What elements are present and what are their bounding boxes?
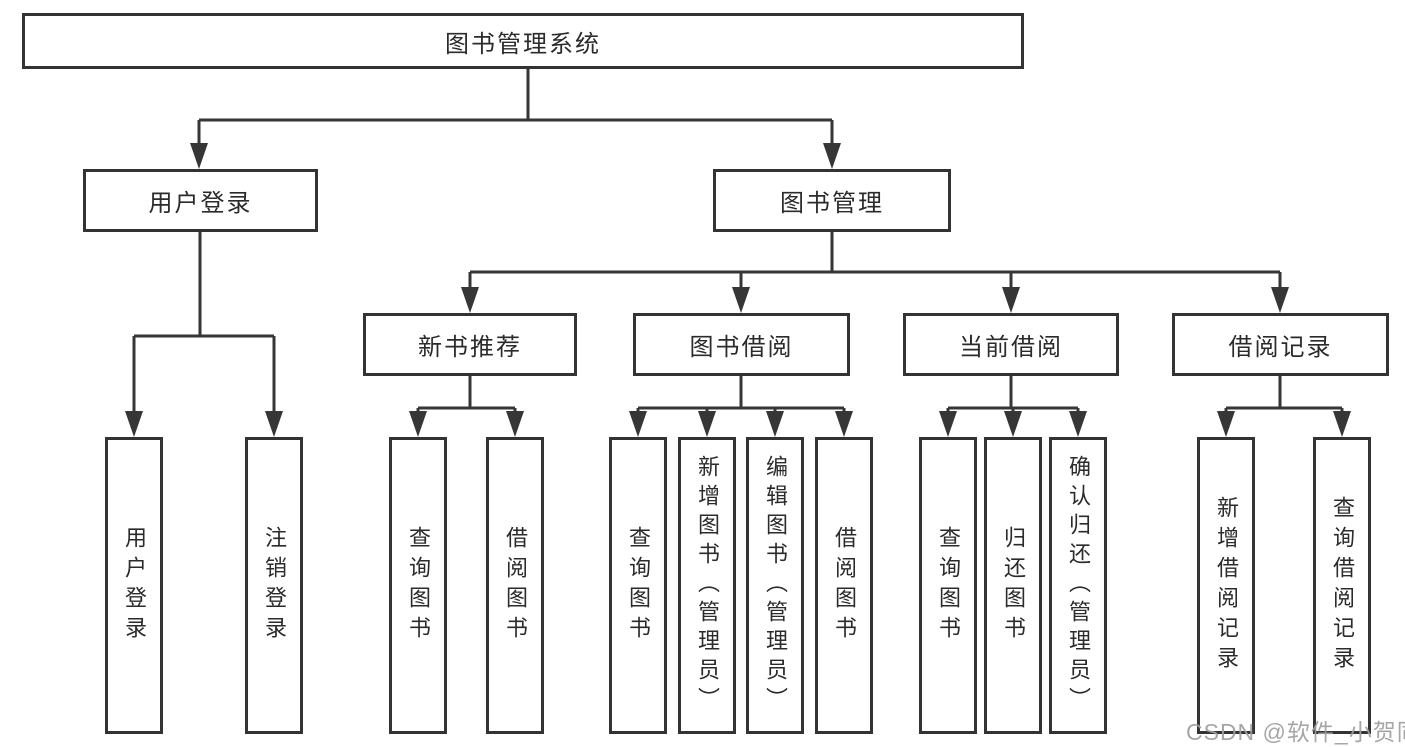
leaf-logout-label: 注销登录 bbox=[262, 525, 287, 646]
leaf-add-books-admin: 新增图书（管理员） bbox=[678, 437, 736, 734]
node-root: 图书管理系统 bbox=[22, 13, 1024, 69]
leaf-return-books-label: 归还图书 bbox=[1001, 525, 1026, 646]
leaf-return-books: 归还图书 bbox=[984, 437, 1042, 734]
leaf-edit-books-admin-label: 编辑图书（管理员） bbox=[763, 455, 788, 716]
leaf-query-books-recommend-label: 查询图书 bbox=[406, 525, 431, 646]
leaf-user-login: 用户登录 bbox=[105, 437, 163, 734]
node-book-management: 图书管理 bbox=[713, 169, 951, 232]
node-book-borrowing: 图书借阅 bbox=[633, 313, 850, 376]
leaf-add-books-admin-label: 新增图书（管理员） bbox=[695, 455, 720, 716]
leaf-borrow-books-recommend-label: 借阅图书 bbox=[503, 525, 528, 646]
leaf-query-books-recommend: 查询图书 bbox=[389, 437, 447, 734]
leaf-user-login-label: 用户登录 bbox=[122, 525, 147, 646]
leaf-borrow-books-recommend: 借阅图书 bbox=[486, 437, 544, 734]
leaf-confirm-return-admin: 确认归还（管理员） bbox=[1049, 437, 1107, 734]
leaf-logout: 注销登录 bbox=[245, 437, 303, 734]
node-user-login: 用户登录 bbox=[83, 169, 318, 232]
leaf-add-borrow-record-label: 新增借阅记录 bbox=[1214, 495, 1239, 676]
node-current-borrowing: 当前借阅 bbox=[903, 313, 1119, 376]
leaf-query-books-borrowing: 查询图书 bbox=[609, 437, 667, 734]
leaf-query-borrow-record: 查询借阅记录 bbox=[1313, 437, 1371, 734]
leaf-borrow-books-borrowing: 借阅图书 bbox=[815, 437, 873, 734]
leaf-borrow-books-borrowing-label: 借阅图书 bbox=[832, 525, 857, 646]
leaf-add-borrow-record: 新增借阅记录 bbox=[1197, 437, 1255, 734]
leaf-query-books-current: 查询图书 bbox=[919, 437, 977, 734]
node-new-book-recommendation: 新书推荐 bbox=[363, 313, 577, 376]
leaf-edit-books-admin: 编辑图书（管理员） bbox=[746, 437, 804, 734]
leaf-query-books-borrowing-label: 查询图书 bbox=[626, 525, 651, 646]
leaf-query-books-current-label: 查询图书 bbox=[936, 525, 961, 646]
leaf-confirm-return-admin-label: 确认归还（管理员） bbox=[1066, 455, 1091, 716]
watermark: CSDN @软件_小贺同学 bbox=[1186, 719, 1405, 745]
node-borrowing-records: 借阅记录 bbox=[1172, 313, 1389, 376]
leaf-query-borrow-record-label: 查询借阅记录 bbox=[1330, 495, 1355, 676]
